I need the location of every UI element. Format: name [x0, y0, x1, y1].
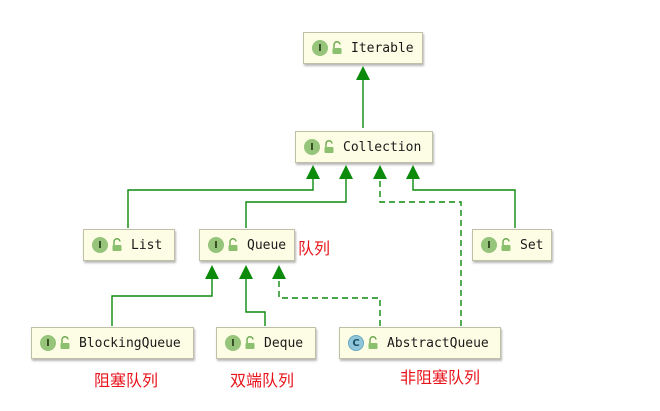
arrowhead-queue-abstractqueue	[272, 265, 286, 279]
interface-icon: I	[225, 335, 241, 351]
unlocked-padlock-icon	[368, 336, 378, 349]
arrowhead-collection-queue	[339, 165, 353, 179]
node-list[interactable]: I List	[83, 229, 175, 261]
node-set[interactable]: I Set	[472, 229, 552, 261]
interface-icon: I	[92, 237, 108, 253]
node-label: Collection	[343, 139, 422, 155]
annotation-abstract-queue: 非阻塞队列	[400, 368, 481, 387]
arrowhead-collection-list	[306, 165, 320, 179]
node-label: AbstractQueue	[387, 335, 489, 351]
edge-abstractqueue-collection	[379, 178, 462, 326]
node-abstract-queue[interactable]: C AbstractQueue	[339, 327, 501, 359]
class-icon: C	[348, 335, 364, 351]
arrowhead-queue-deque	[239, 265, 253, 279]
interface-icon: I	[208, 237, 224, 253]
interface-icon: I	[312, 40, 328, 56]
node-label: Iterable	[351, 40, 414, 56]
arrowhead-collection-abstractqueue	[373, 165, 387, 179]
edge-deque-queue	[245, 278, 266, 326]
edge-abstractqueue-queue	[278, 278, 381, 326]
node-iterable[interactable]: I Iterable	[303, 32, 423, 64]
annotation-blocking-queue: 阻塞队列	[94, 371, 159, 390]
edge-blockingqueue-queue	[111, 278, 213, 326]
unlocked-padlock-icon	[501, 238, 511, 251]
edge-queue-collection	[245, 178, 347, 228]
node-queue[interactable]: I Queue	[199, 229, 295, 261]
annotation-deque: 双端队列	[230, 371, 295, 390]
unlocked-padlock-icon	[60, 336, 70, 349]
unlocked-padlock-icon	[228, 238, 238, 251]
node-label: BlockingQueue	[79, 335, 181, 351]
unlocked-padlock-icon	[245, 336, 255, 349]
arrowhead-iterable	[356, 66, 370, 80]
unlocked-padlock-icon	[112, 238, 122, 251]
node-deque[interactable]: I Deque	[216, 327, 316, 359]
arrowhead-collection-set	[406, 165, 420, 179]
node-label: Set	[520, 237, 544, 253]
interface-icon: I	[481, 237, 497, 253]
unlocked-padlock-icon	[324, 140, 334, 153]
node-label: Queue	[247, 237, 287, 253]
annotation-queue: 队列	[298, 239, 331, 258]
edge-list-collection	[127, 178, 314, 228]
unlocked-padlock-icon	[332, 41, 342, 54]
node-collection[interactable]: I Collection	[295, 131, 433, 163]
interface-icon: I	[304, 139, 320, 155]
edge-set-collection	[412, 178, 516, 228]
node-label: Deque	[264, 335, 304, 351]
arrowhead-queue-blockingqueue	[205, 265, 219, 279]
node-label: List	[131, 237, 163, 253]
node-blocking-queue[interactable]: I BlockingQueue	[31, 327, 194, 359]
interface-icon: I	[40, 335, 56, 351]
